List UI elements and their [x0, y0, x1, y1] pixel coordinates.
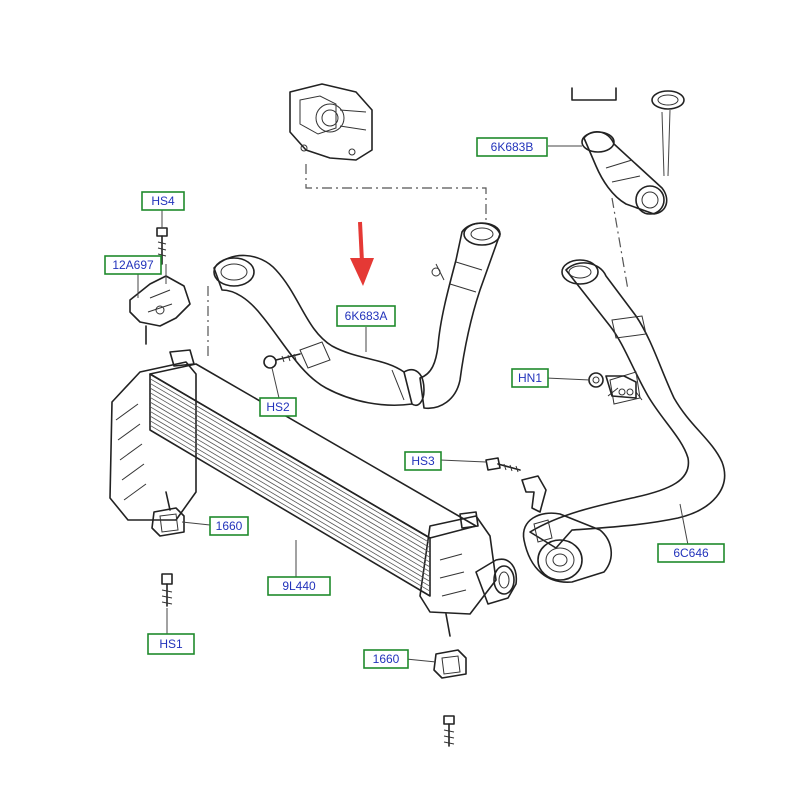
callout-hn1[interactable]: HN1: [511, 368, 549, 388]
svg-text:HS1: HS1: [159, 637, 183, 651]
hose-6c646: [529, 259, 726, 549]
partial-callout-box: [571, 87, 617, 101]
bracket-hs3: [521, 475, 547, 513]
fin-line: [149, 382, 431, 549]
callout-hs1[interactable]: HS1: [147, 633, 195, 655]
fin-line: [149, 424, 431, 592]
mount-1660-left: [151, 507, 185, 537]
highlight-arrow: [350, 221, 374, 286]
callout-6k683b[interactable]: 6K683B: [476, 137, 548, 157]
fin-line: [149, 401, 431, 568]
callout-6c646[interactable]: 6C646: [657, 543, 725, 563]
svg-text:9L440: 9L440: [282, 579, 316, 593]
callout-1660-left[interactable]: 1660: [209, 516, 249, 536]
hose-6k683a: [213, 254, 425, 407]
bolt-hs1: [161, 573, 173, 607]
callout-12a697[interactable]: 12A697: [104, 255, 162, 275]
svg-text:6K683B: 6K683B: [491, 140, 534, 154]
svg-text:HN1: HN1: [518, 371, 542, 385]
bracket-12a697: [129, 264, 191, 345]
bolt-hs2: [263, 353, 301, 369]
callout-1660-bottom[interactable]: 1660: [363, 649, 409, 669]
svg-text:HS4: HS4: [151, 194, 175, 208]
svg-text:12A697: 12A697: [112, 258, 154, 272]
callout-6k683a[interactable]: 6K683A: [336, 305, 396, 327]
fin-line: [149, 415, 431, 582]
callout-hs4[interactable]: HS4: [141, 191, 185, 211]
fin-line: [149, 406, 431, 573]
routing-line-right: [611, 197, 629, 291]
hose-throttle-pipe: [419, 222, 501, 409]
leader-lines: [137, 145, 689, 663]
svg-text:HS2: HS2: [266, 400, 290, 414]
svg-text:HS3: HS3: [411, 454, 435, 468]
fin-line: [149, 410, 431, 578]
svg-text:6K683A: 6K683A: [345, 309, 388, 323]
fin-line: [149, 392, 431, 558]
fin-line: [149, 420, 431, 587]
svg-text:1660: 1660: [373, 652, 400, 666]
fin-line: [149, 378, 431, 544]
callout-hs2[interactable]: HS2: [259, 397, 297, 417]
bolt-hs3: [485, 457, 521, 473]
hose-clamp-top-right: [651, 90, 685, 110]
fin-line: [149, 396, 431, 563]
intercooler-fins: [149, 378, 431, 592]
bolt-bottom: [443, 715, 455, 747]
svg-text:6C646: 6C646: [673, 546, 709, 560]
routing-line-throttle: [305, 164, 487, 220]
svg-text:1660: 1660: [216, 519, 243, 533]
callout-9l440[interactable]: 9L440: [267, 576, 331, 596]
callout-hs3[interactable]: HS3: [404, 451, 442, 471]
hose-6k683b: [581, 131, 668, 215]
throttle-body: [289, 83, 373, 161]
fin-line: [149, 387, 431, 553]
hose-outlet-elbow: [522, 512, 612, 583]
leader-clamp: [661, 111, 665, 177]
mount-1660-bottom: [433, 649, 467, 679]
